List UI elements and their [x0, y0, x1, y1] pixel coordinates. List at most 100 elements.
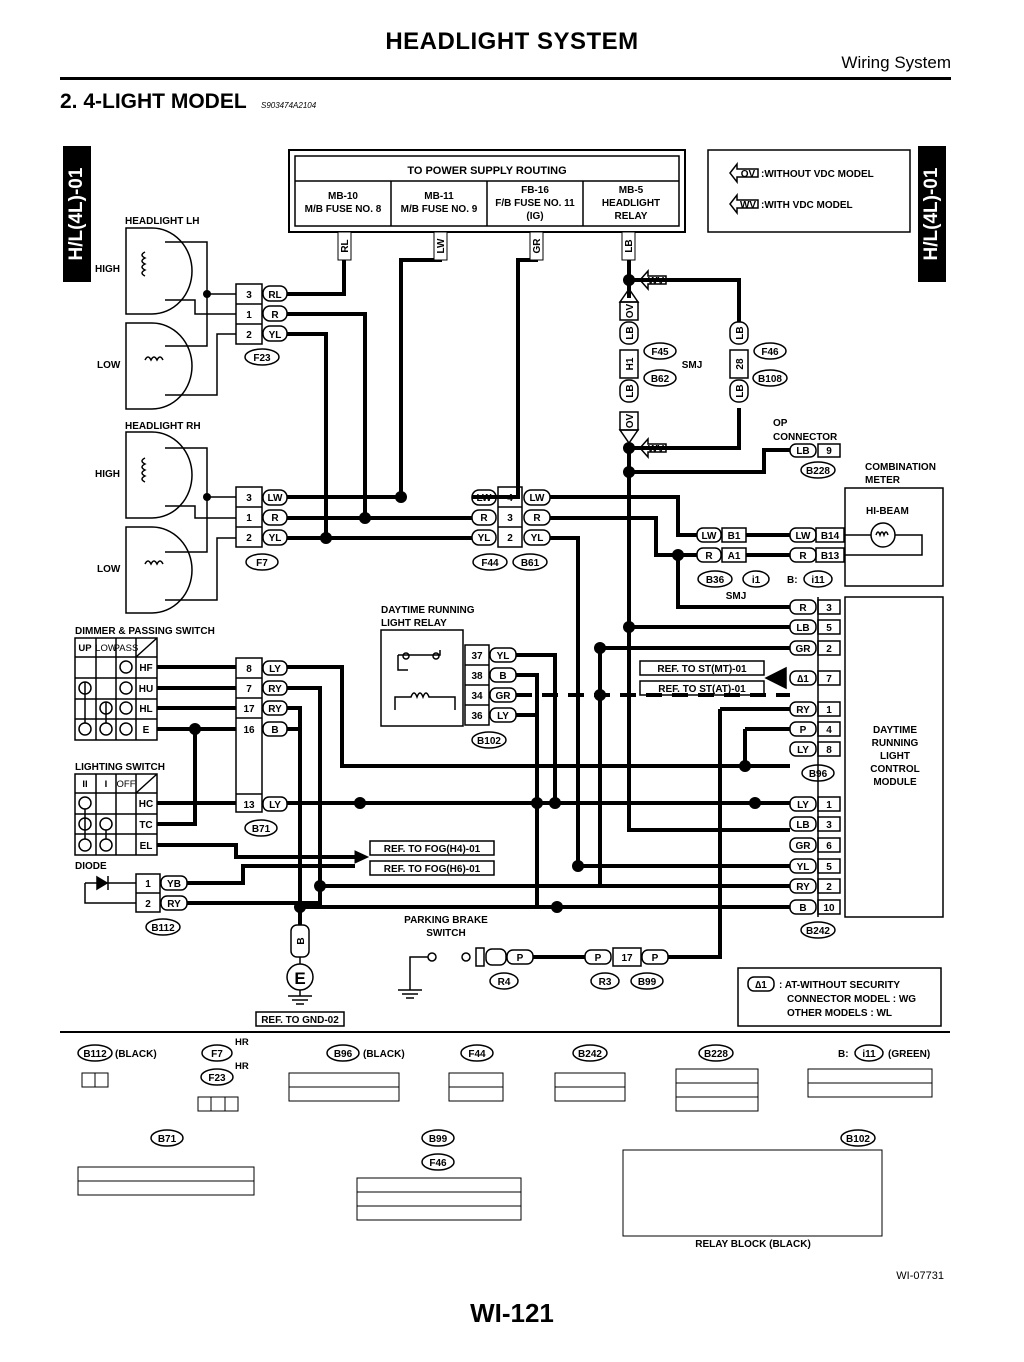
F7-pin-2: 2: [246, 533, 252, 544]
diode-branch: [84, 873, 188, 913]
connector-F44-tag: F44: [481, 558, 499, 569]
B228-pin: 9: [826, 446, 832, 457]
F44-pin-3: 3: [507, 513, 513, 524]
face-B96-tag: B96: [334, 1049, 353, 1060]
B96-pin-6: 4: [826, 725, 832, 736]
parking-brake-label-2: SWITCH: [426, 928, 465, 939]
legend-wv-mark: WV: [740, 200, 756, 211]
face-i11-color: (GREEN): [888, 1049, 930, 1060]
B102-wire-37: YL: [497, 651, 510, 662]
section-title: 2. 4-LIGHT MODEL: [60, 90, 247, 113]
connector-B96-tag: B96: [809, 769, 828, 780]
B242-wire-3: GR: [796, 841, 812, 852]
face-F46-tag: F46: [429, 1158, 447, 1169]
legend-wv-text: :WITH VDC MODEL: [761, 200, 853, 211]
page-number: WI-121: [470, 1298, 554, 1328]
face-B242-tag: B242: [578, 1049, 602, 1060]
connector-F45-tag: F45: [651, 347, 669, 358]
ov-top-mark: OV: [625, 303, 636, 318]
lighting-col-off: OFF: [117, 779, 136, 790]
relay-block-label: RELAY BLOCK (BLACK): [695, 1239, 811, 1250]
B96-wire-6: P: [800, 725, 807, 736]
wire-RL-label: RL: [340, 239, 351, 252]
ref-st-mt: REF. TO ST(MT)-01: [657, 664, 747, 675]
note-box: [737, 967, 942, 1027]
fuse-2-line1: MB-11: [424, 191, 454, 202]
headlight-lh: [125, 227, 193, 410]
connector-F46-tag: F46: [761, 347, 779, 358]
F23-wire-2: YL: [269, 330, 282, 341]
F7-wire-2: YL: [269, 533, 282, 544]
F44-l-2: YL: [478, 533, 491, 544]
F7-wire-1: R: [271, 513, 279, 524]
B36-wire-R: R: [705, 551, 713, 562]
headlight-lh-label: HEADLIGHT LH: [125, 216, 199, 227]
B96-wire-2: LB: [796, 623, 809, 634]
header-rule: [60, 77, 951, 80]
B102-wire-34: GR: [496, 691, 512, 702]
F44-r-2: YL: [531, 533, 544, 544]
F44-l-4: LW: [477, 493, 493, 504]
B71-wire-7: RY: [268, 684, 282, 695]
B112-wire-1: YB: [167, 879, 181, 890]
B112-pin-2: 2: [145, 899, 151, 910]
B242-pin-4: 5: [826, 862, 832, 873]
face-B112-color: (BLACK): [115, 1049, 157, 1060]
combination-meter-label-2: METER: [865, 475, 901, 486]
fuse-2-line2: M/B FUSE NO. 9: [401, 204, 478, 215]
dimmer-col-low: LOW: [95, 643, 117, 654]
face-B96-color: (BLACK): [363, 1049, 405, 1060]
connector-B99-tag: B99: [638, 977, 657, 988]
drl-module-label-2: RUNNING: [872, 738, 919, 749]
connector-B112-tag: B112: [151, 923, 175, 934]
lighting-col-2: II: [82, 779, 87, 790]
B102-pin-38: 38: [471, 671, 483, 682]
ref-fog-h4: REF. TO FOG(H4)-01: [384, 844, 481, 855]
F23-wire-3: RL: [268, 290, 281, 301]
connector-B61-tag: B61: [521, 558, 540, 569]
power-supply-block: [288, 149, 686, 233]
fuse-1-line2: M/B FUSE NO. 8: [305, 204, 382, 215]
wire-LB-label: LB: [624, 239, 635, 252]
B102-wire-36: LY: [497, 711, 509, 722]
B96-pin-1: 3: [826, 603, 832, 614]
B242-wire-1: LY: [797, 800, 809, 811]
connector-R3-tag: R3: [599, 977, 612, 988]
face-F23-hr: HR: [235, 1061, 249, 1072]
fuse-3-line3: (IG): [526, 211, 543, 222]
connector-F7-body: [235, 486, 288, 548]
meter-pin-B14: B14: [821, 531, 840, 542]
page-subtitle: Wiring System: [841, 53, 951, 72]
F44-r-3: R: [533, 513, 541, 524]
smj-label-2: SMJ: [726, 591, 747, 602]
R3-pin: 17: [621, 953, 633, 964]
B102-pin-37: 37: [471, 651, 483, 662]
drl-module-label-4: CONTROL: [870, 764, 919, 775]
connector-B102-tag: B102: [477, 736, 501, 747]
connector-B36-tag: B36: [706, 575, 725, 586]
fuse-1-line1: MB-10: [328, 191, 358, 202]
combination-meter-box: [844, 487, 944, 587]
B102-wire-38: B: [499, 671, 506, 682]
junction-dots: [189, 274, 761, 913]
rh-low-label: LOW: [97, 564, 121, 575]
face-i11-tag: i11: [862, 1049, 876, 1060]
note-line-1: : AT-WITHOUT SECURITY: [779, 980, 900, 991]
lighting-switch-table: [74, 773, 158, 856]
wv-top-mark: WV: [648, 276, 664, 287]
parking-brake-label-1: PARKING BRAKE: [404, 915, 488, 926]
drl-module-label-3: LIGHT: [880, 751, 910, 762]
ov-bottom-mark: OV: [625, 413, 636, 428]
F23-pin-3: 3: [246, 290, 252, 301]
dimmer-switch-table: [74, 637, 158, 741]
B96-pin-4: 7: [826, 674, 832, 685]
F44-pin-2: 2: [507, 533, 513, 544]
dimmer-row-hl: HL: [139, 704, 152, 715]
smj-wire-1: LB: [625, 326, 636, 339]
ref-fog-h6: REF. TO FOG(H6)-01: [384, 864, 481, 875]
wire-GR-label: GR: [532, 238, 543, 254]
drl-relay-label-2: LIGHT RELAY: [381, 618, 447, 629]
lh-low-label: LOW: [97, 360, 121, 371]
connector-B62-tag: B62: [651, 374, 670, 385]
hi-beam-label: HI-BEAM: [866, 506, 909, 517]
